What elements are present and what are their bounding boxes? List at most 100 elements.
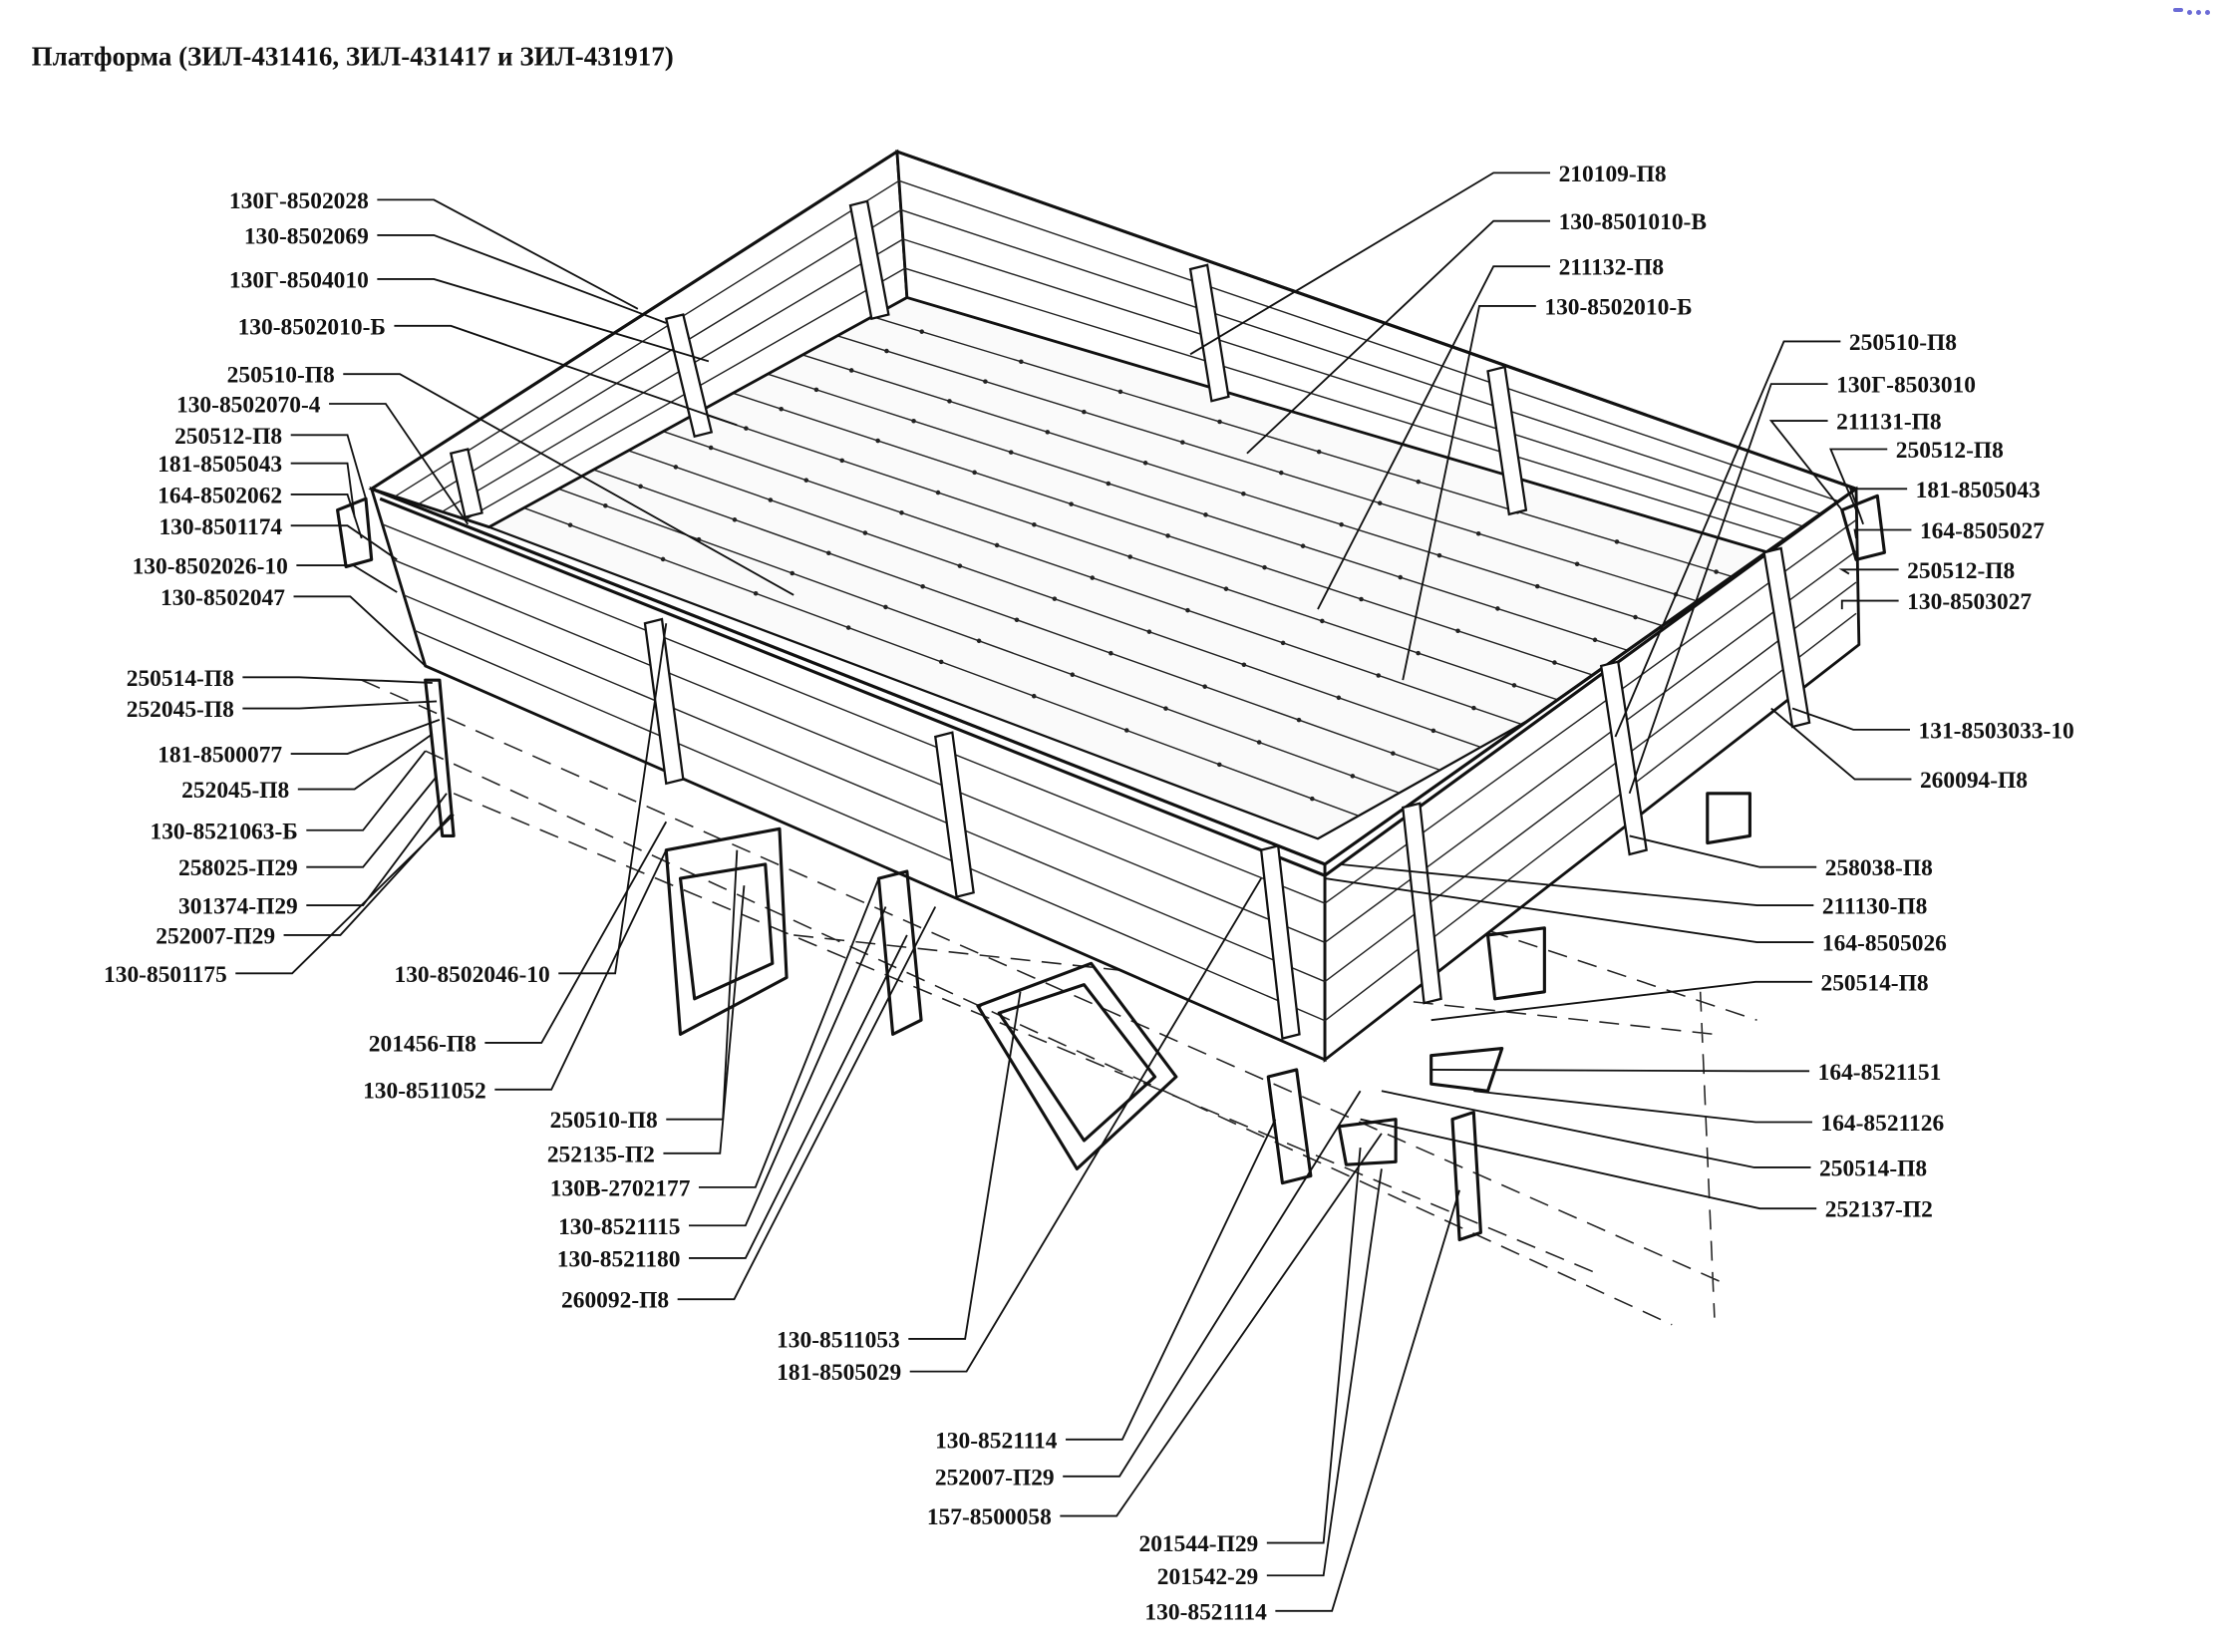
leader-line [1246,219,1551,455]
bolt-hole [972,470,977,476]
stake-bracket [449,448,483,519]
leader-line [698,877,880,1188]
part-label: 250514-П8 [127,666,234,692]
part-label: 130-8501175 [104,962,227,988]
part-label: 130-8511052 [363,1078,486,1104]
part-label: 164-8505026 [1822,931,1947,957]
leader-line [306,793,448,907]
bolt-hole [1320,618,1325,624]
bolt-hole [1336,695,1342,701]
part-label: 130-8521180 [557,1246,681,1272]
bolt-hole [839,458,845,464]
page-title: Платформа (ЗИЛ-431416, ЗИЛ-431417 и ЗИЛ-… [32,41,674,71]
part-label: 130-8502010-Б [1544,294,1692,320]
bolt-hole [1256,740,1262,745]
bolt-hole [938,659,944,665]
part-label: 164-8502062 [158,483,282,508]
bolt-hole [976,638,982,644]
leader-line [377,278,710,363]
bolt-hole [1416,479,1422,485]
bolt-hole [1377,500,1383,505]
bolt-hole [1109,650,1113,656]
leader-line [1063,1090,1362,1478]
bolt-hole [935,490,941,496]
wall-plank-line [394,179,900,497]
wall-plank-line [902,238,1827,535]
part-label: 130-8521114 [935,1428,1058,1454]
bolt-hole [744,426,749,431]
stake-bracket [1259,843,1301,1041]
leader-line [1339,862,1814,907]
part-label: 181-8505043 [1916,478,2041,503]
leader-line [1402,305,1536,681]
stake-bracket [934,731,975,898]
bolt-hole [1280,640,1286,646]
bolt-hole [1471,705,1476,711]
bolt-hole [983,379,988,384]
wall-plank-line [898,179,1847,505]
bolt-hole [920,583,925,589]
leader-line [1317,265,1551,610]
part-label: 181-8500077 [158,743,282,769]
bolt-hole [826,550,831,556]
bolt-hole [1350,774,1356,779]
bolt-hole [919,329,925,334]
part-label: 201544-П29 [1138,1531,1258,1557]
leader-line [235,814,455,975]
leader-line [1189,171,1551,356]
leader-line [329,403,470,525]
leader-line [290,524,398,561]
bolt-hole [1032,522,1037,527]
leader-line [377,233,667,324]
bolt-hole [947,399,952,404]
part-label: 201456-П8 [369,1031,476,1057]
bolt-hole [1090,575,1096,580]
part-label: 250512-П8 [1896,438,2004,464]
part-label: 130-8501010-В [1559,209,1707,235]
bolt-hole [1310,796,1315,802]
part-label: 252007-П29 [935,1465,1055,1490]
leader-line [1628,383,1828,795]
leader-line [663,885,746,1155]
leader-line [306,750,427,831]
part-label: 130-8503027 [1907,589,2032,615]
bolt-hole [1203,512,1208,517]
bolt-hole [1339,521,1344,527]
part-label: 130-8502046-10 [394,962,549,988]
bolt-hole [1031,693,1037,699]
wall-plank-line [904,267,1817,550]
mudguard-bracket-left [876,869,923,1036]
part-label: 201542-29 [1157,1564,1259,1590]
bolt-hole [1391,751,1396,756]
bolt-hole [660,556,666,562]
part-label: 157-8500058 [927,1504,1052,1530]
bolt-hole [845,625,851,630]
leader-line [1840,599,1899,610]
bolt-hole [875,438,880,444]
frame-outline [361,679,1757,1326]
leader-line [689,906,887,1227]
bolt-hole [803,478,809,483]
side-plank-line [414,629,1326,1022]
part-label: 164-8505027 [1920,518,2045,544]
bolt-hole [768,497,774,502]
leader-line [1266,1168,1383,1577]
leader-line [297,733,434,791]
leader-line [290,494,363,539]
leader-line [1360,1118,1817,1210]
part-labels-right: 210109-П8130-8501010-В211132-П8130-85020… [1544,162,2073,1223]
leader-line [1614,340,1841,738]
stake-bracket [1188,263,1230,403]
bolt-hole [1165,533,1170,538]
bolt-hole [1127,554,1132,559]
part-label: 301374-П29 [178,894,298,920]
corner-menu-icon[interactable] [2173,7,2210,15]
bolt-hole [1045,430,1051,435]
part-label: 252007-П29 [156,923,275,949]
bolt-hole [708,445,714,451]
leader-line [1629,834,1817,868]
bolt-hole [1202,684,1207,689]
bolt-hole [1217,419,1222,425]
part-label: 252045-П8 [181,778,289,804]
leader-line [293,595,427,667]
